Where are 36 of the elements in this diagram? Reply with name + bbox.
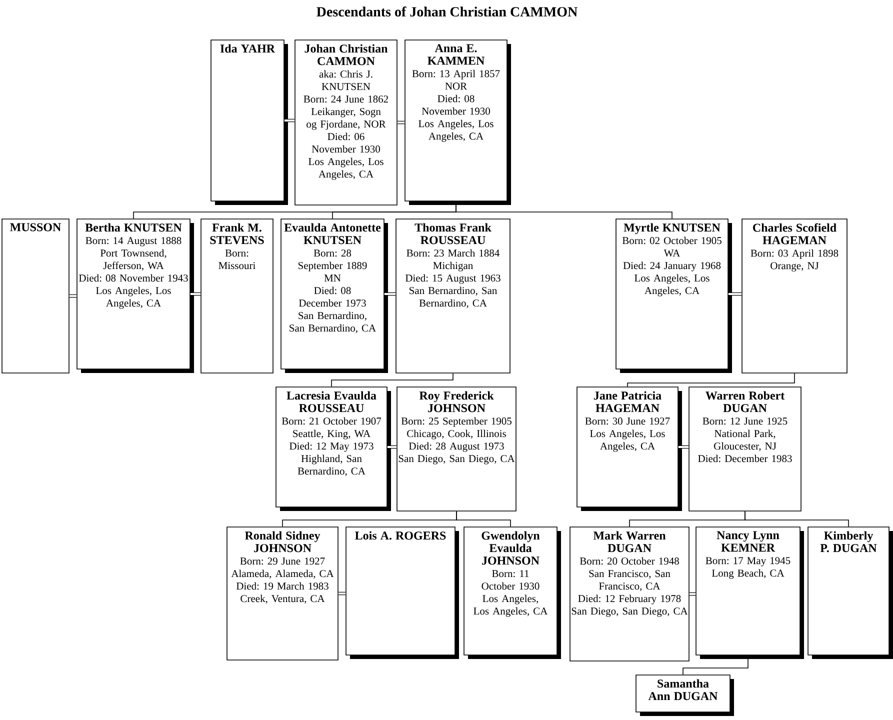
- person-box: Johan Christian CAMMON aka: Chris J. KNUTSEN Born: 24 June 1862 Leikanger, Sogn og Fjordane, NOR Died: 06 November 1930 Los Angeles, Los Angeles, CA: [294, 40, 398, 206]
- person-box: Samantha Ann DUGAN: [636, 674, 734, 716]
- person-box: Jane Patricia HAGEMAN Born: 30 June 1927 Los Angeles, Los Angeles, CA: [576, 386, 682, 511]
- marriage-line: [689, 592, 696, 596]
- marriage-line: [678, 445, 689, 449]
- person-box: Thomas Frank ROUSSEAU Born: 23 March 1884 Michigan Died: 15 August 1963 San Bernardino, San Bernardino, CA: [396, 218, 510, 374]
- person-box: Bertha KNUTSEN Born: 14 August 1888 Port Townsend, Jefferson, WA Died: 08 November 1943 Los Angeles, Los Angeles, CA: [76, 218, 194, 373]
- descent-line: [627, 373, 795, 387]
- person-box: Kimberly P. DUGAN: [808, 526, 893, 659]
- person-box: Evaulda Antonette KNUTSEN Born: 28 September 1889 MN Died: 08 December 1973 San Bernardino, San Bernardino, CA: [280, 218, 388, 373]
- descent-line: [744, 511, 849, 527]
- marriage-line: [190, 292, 201, 296]
- person-box: Warren Robert DUGAN Born: 12 June 1925 National Park, Gloucester, NJ Died: December 1983: [688, 386, 802, 512]
- marriage-line: [397, 120, 405, 124]
- marriage-line: [69, 294, 77, 298]
- person-box: Mark Warren DUGAN Born: 20 October 1948 San Francisco, San Francisco, CA Died: 12 February 1978 San Diego, San Diego, CA: [570, 526, 690, 662]
- person-box: Lacresia Evaulda ROUSSEAU Born: 21 October 1907 Seattle, King, WA Died: 12 May 1973 Highland, San Bernardino, CA: [276, 386, 391, 511]
- marriage-line: [384, 292, 396, 296]
- person-box: Roy Frederick JOHNSON Born: 25 September 1905 Chicago, Cook, Illinois Died: 28 August 1973 San Diego, San Diego, CA: [396, 386, 516, 512]
- person-box: Nancy Lynn KEMNER Born: 17 May 1945 Long Beach, CA: [696, 526, 804, 659]
- person-box: Frank M. STEVENS Born: Missouri: [200, 218, 274, 374]
- descent-line: [456, 511, 511, 527]
- person-box: Anna E. KAMMEN Born: 13 April 1857 NOR Died: 08 November 1930 Los Angeles, Los Angeles, CA: [404, 40, 511, 205]
- person-box: MUSSON: [2, 218, 70, 374]
- title: Descendants of Johan Christian CAMMON: [316, 6, 578, 17]
- person-box: Ida YAHR: [210, 40, 288, 205]
- marriage-line: [284, 118, 295, 122]
- person-box: Gwendolyn Evaulda JOHNSON Born: 11 October 1930 Los Angeles, Los Angeles, CA: [464, 526, 561, 659]
- person-box: Myrtle KNUTSEN Born: 02 October 1905 WA Died: 24 January 1968 Los Angeles, Los Angeles, CA: [616, 218, 732, 373]
- person-box: Lois A. ROGERS: [346, 526, 459, 659]
- person-box: Charles Scofield HAGEMAN Born: 03 April 1898 Orange, NJ: [742, 218, 848, 374]
- marriage-line: [387, 445, 397, 449]
- marriage-line: [338, 592, 346, 596]
- marriage-line: [728, 292, 742, 296]
- descent-line: [331, 373, 454, 387]
- person-box: Ronald Sidney JOHNSON Born: 29 June 1927 Alameda, Alameda, CA Died: 19 March 1983 Creek, Ventura, CA: [226, 526, 338, 660]
